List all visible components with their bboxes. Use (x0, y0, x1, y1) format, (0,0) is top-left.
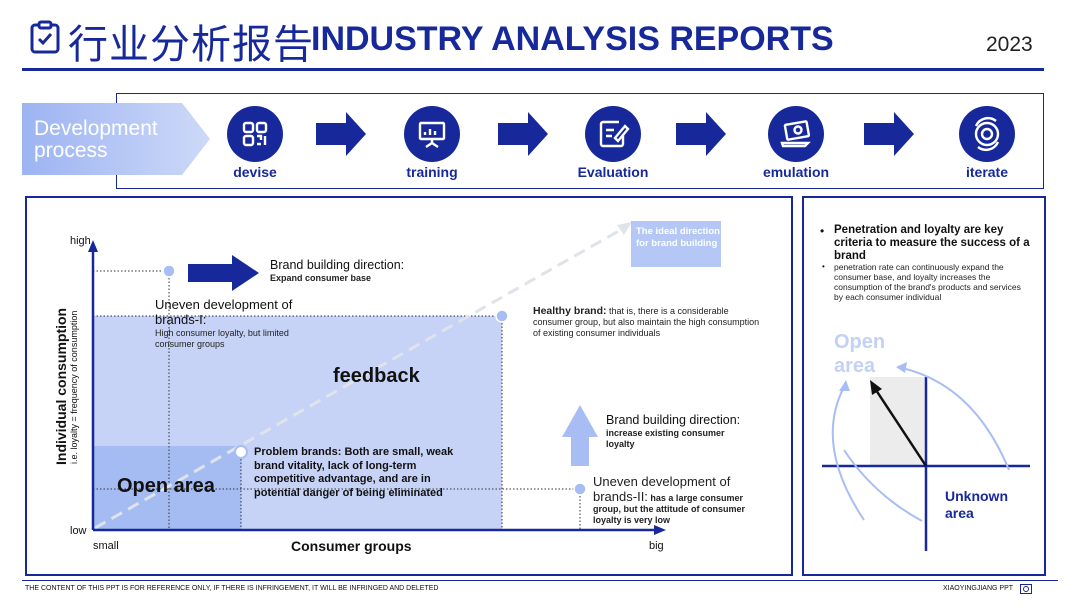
point-healthy (495, 309, 509, 323)
sub-bullet-icon: • (822, 262, 825, 271)
edit-document-icon (599, 120, 630, 148)
footer-brand: XIAOYINGJIANG PPT (943, 585, 1014, 592)
x-axis-arrowhead (654, 525, 666, 535)
process-label-arrow (22, 103, 210, 175)
feedback-label: feedback (333, 365, 420, 387)
step-devise (227, 106, 283, 162)
presentation-icon (418, 121, 446, 148)
brand-direction-1-sub: Expand consumer base (270, 273, 372, 283)
side-unknown-area-label: Unknown area (945, 488, 1008, 521)
arrow-up-loyalty-icon (562, 405, 598, 466)
open-unknown-diagram (822, 362, 1030, 551)
step-evaluation-label: Evaluation (577, 164, 649, 180)
step-emulation (768, 106, 824, 162)
year-label: 2023 (986, 33, 1033, 56)
y-low-label: low (70, 525, 87, 537)
ideal-direction-arrowhead (617, 222, 632, 235)
step-iterate-label: iterate (965, 164, 1009, 180)
open-area-label: Open area (117, 475, 215, 497)
y-high-label: high (70, 235, 91, 247)
laptop-settings-icon (780, 120, 811, 148)
y-axis-arrowhead (88, 240, 98, 252)
brand-direction-1-title: Brand building direction: (270, 258, 405, 272)
page-title-en: INDUSTRY ANALYSIS REPORTS (311, 20, 834, 58)
ideal-direction-label: The ideal direction for brand building (636, 226, 720, 249)
uneven-2-sub: has a large consumer group, but the atti… (593, 493, 745, 525)
diagonal-arrow (872, 386, 928, 467)
y-axis-subtitle: i.e. loyalty = frequency of consumption (69, 310, 79, 464)
target-cycle-icon (974, 116, 1000, 152)
side-open-area-label: Open area (834, 331, 886, 377)
step-devise-label: devise (233, 164, 277, 180)
bottom-curve (843, 449, 923, 522)
step-training-label: training (406, 164, 458, 180)
arrow-right-icon (864, 112, 914, 156)
problem-brands-text: Problem brands: Both are small, weak bra… (254, 446, 454, 499)
arrow-expand-icon (188, 255, 259, 291)
arrow-right-icon (498, 112, 548, 156)
healthy-brand-sub: that is, there is a considerable consume… (533, 306, 760, 338)
healthy-brand-title: Healthy brand: (533, 305, 607, 317)
footer-disclaimer: THE CONTENT OF THIS PPT IS FOR REFERENCE… (25, 585, 439, 592)
brand-direction-2-title: Brand building direction: (606, 413, 741, 427)
bullet-icon: • (820, 224, 825, 238)
point-uneven-2 (573, 482, 587, 496)
process-label: Development process (34, 118, 158, 162)
y-axis-title: Individual consumption (53, 307, 69, 465)
arrow-right-icon (676, 112, 726, 156)
clipboard-check-icon (30, 20, 60, 54)
step-evaluation (585, 106, 641, 162)
process-label-line1: Development (34, 117, 158, 140)
x-big-label: big (649, 540, 664, 552)
step-iterate (959, 106, 1015, 162)
diagonal-arrowhead (870, 380, 882, 395)
top-curve (901, 367, 1010, 471)
step-emulation-label: emulation (762, 164, 830, 180)
process-label-line2: process (34, 139, 108, 162)
qr-grid-icon (242, 121, 268, 147)
ideal-direction-box (631, 221, 721, 267)
x-small-label: small (93, 540, 119, 552)
ideal-direction-line (94, 226, 625, 530)
uneven-2-title: Uneven development of brands-II: (593, 474, 731, 504)
point-problem (234, 445, 248, 459)
footer-logo-icon (1020, 584, 1032, 594)
uneven-2-text: Uneven development of brands-II: has a l… (593, 474, 773, 526)
footer-divider (22, 580, 1058, 581)
page-title-cn: 行业分析报告 (68, 22, 314, 68)
x-axis-title: Consumer groups (291, 538, 412, 554)
left-curve (831, 386, 865, 521)
healthy-brand-text: Healthy brand: that is, there is a consi… (533, 306, 763, 339)
arrow-right-icon (316, 112, 366, 156)
side-bullet-title: Penetration and loyalty are key criteria… (834, 224, 1030, 262)
side-bullet-sub: penetration rate can continuously expand… (834, 262, 1021, 302)
uneven-1-sub: High consumer loyalty, but limited consu… (155, 328, 289, 349)
header-divider (22, 68, 1044, 71)
uneven-1-title: Uneven development of brands-I: (155, 297, 293, 327)
point-uneven-1 (162, 264, 176, 278)
step-training (404, 106, 460, 162)
brand-direction-2-sub: increase existing consumer loyalty (606, 428, 725, 449)
